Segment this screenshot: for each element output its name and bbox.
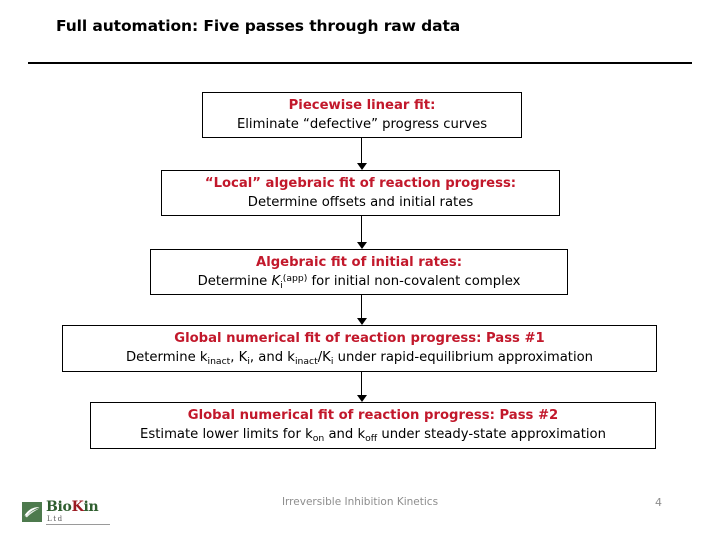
arrow-shaft — [361, 138, 362, 164]
logo-text-in: in — [83, 499, 99, 515]
flow-box-piecewise-linear-fit[interactable]: Piecewise linear fit: Eliminate “defecti… — [202, 92, 522, 138]
flow-box-heading: Algebraic fit of initial rates: — [256, 255, 462, 270]
flow-box-subtitle: Determine kinact, Ki, and kinact/Ki unde… — [63, 349, 656, 367]
subscript-on: on — [312, 432, 325, 444]
page-title: Full automation: Five passes through raw… — [56, 17, 461, 35]
subscript-inact-2: inact — [294, 355, 318, 367]
flow-box-algebraic-fit-initial-rates[interactable]: Algebraic fit of initial rates: Determin… — [150, 249, 568, 295]
arrow-shaft — [361, 372, 362, 396]
flow-box-global-fit-pass-2[interactable]: Global numerical fit of reaction progres… — [90, 402, 656, 449]
flow-box-subtitle: Eliminate “defective” progress curves — [236, 116, 488, 132]
subtitle-text-post: for initial non-covalent complex — [307, 273, 521, 289]
logo-underline — [46, 524, 110, 525]
subtitle-seg-3: under steady-state approximation — [377, 426, 606, 442]
logo-text-bio: Bio — [46, 499, 72, 515]
flow-box-heading: Global numerical fit of reaction progres… — [174, 331, 545, 346]
subtitle-seg-1: Determine k — [125, 349, 208, 365]
logo-text-ltd: Ltd — [47, 515, 64, 523]
subtitle-seg-2: , K — [230, 349, 248, 365]
symbol-superscript: (app) — [282, 273, 308, 285]
subscript-i-1: i — [247, 355, 250, 367]
flow-box-subtitle: Determine offsets and initial rates — [247, 194, 474, 210]
title-divider — [28, 62, 692, 64]
down-arrow-icon — [355, 216, 369, 249]
flow-box-heading: Piecewise linear fit: — [288, 98, 436, 113]
page-number: 4 — [655, 496, 662, 509]
down-arrow-icon — [355, 295, 369, 325]
logo-text-k: K — [71, 499, 84, 515]
flow-box-heading: “Local” algebraic fit of reaction progre… — [204, 176, 517, 191]
flow-box-subtitle: Determine Ki(app) for initial non-covale… — [151, 273, 567, 291]
leaf-icon — [22, 502, 42, 522]
subtitle-text-pre: Determine — [197, 273, 272, 289]
down-arrow-icon — [355, 372, 369, 402]
arrow-head — [357, 395, 367, 402]
arrow-head — [357, 242, 367, 249]
subscript-inact-1: inact — [207, 355, 231, 367]
arrow-head — [357, 318, 367, 325]
arrow-shaft — [361, 295, 362, 319]
flow-box-global-fit-pass-1[interactable]: Global numerical fit of reaction progres… — [62, 325, 657, 372]
biokin-logo: BioKin Ltd — [22, 500, 114, 530]
arrow-shaft — [361, 216, 362, 243]
flow-box-heading: Global numerical fit of reaction progres… — [187, 408, 559, 423]
subscript-i-2: i — [330, 355, 334, 367]
subtitle-seg-2: and k — [324, 426, 366, 442]
flow-box-subtitle: Estimate lower limits for kon and koff u… — [91, 426, 655, 444]
down-arrow-icon — [355, 138, 369, 170]
subtitle-seg-3: , and k — [249, 349, 295, 365]
subtitle-seg-5: under rapid-equilibrium approximation — [333, 349, 594, 365]
biokin-wordmark: BioKin — [46, 499, 99, 515]
footer-title: Irreversible Inhibition Kinetics — [281, 496, 439, 508]
subtitle-seg-1: Estimate lower limits for k — [140, 426, 313, 442]
symbol-subscript: i — [280, 279, 283, 291]
arrow-head — [357, 163, 367, 170]
flow-box-local-algebraic-fit[interactable]: “Local” algebraic fit of reaction progre… — [161, 170, 560, 216]
subtitle-seg-4: /K — [317, 349, 331, 365]
subscript-off: off — [365, 432, 378, 444]
symbol-ki: K — [271, 273, 281, 289]
